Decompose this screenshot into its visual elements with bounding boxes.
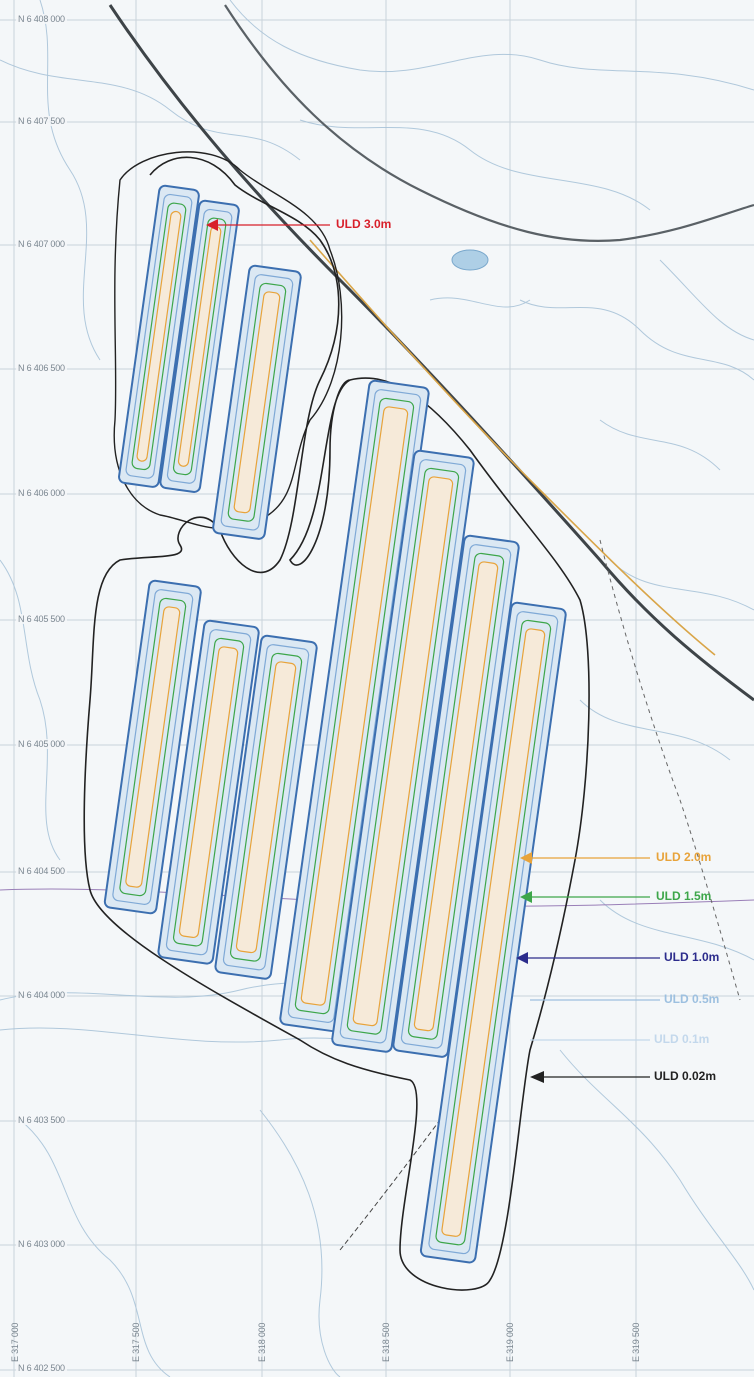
easting-label: E 318 000 xyxy=(257,1322,267,1362)
easting-label: E 319 000 xyxy=(505,1322,515,1362)
northing-label: N 6 405 500 xyxy=(16,614,67,624)
northing-label: N 6 403 500 xyxy=(16,1115,67,1125)
easting-label: E 317 000 xyxy=(10,1322,20,1362)
northing-label: N 6 404 000 xyxy=(16,990,67,1000)
south-pads xyxy=(103,379,567,1264)
northing-label: N 6 406 500 xyxy=(16,363,67,373)
northing-label: N 6 404 500 xyxy=(16,866,67,876)
legend-leaders xyxy=(206,219,660,1083)
northing-label: N 6 407 000 xyxy=(16,239,67,249)
easting-label: E 318 500 xyxy=(381,1322,391,1362)
easting-label: E 317 500 xyxy=(131,1322,141,1362)
northing-label: N 6 406 000 xyxy=(16,488,67,498)
uld-label-0-1m: ULD 0.1m xyxy=(654,1032,710,1046)
easting-label: E 319 500 xyxy=(631,1322,641,1362)
arrow-icon xyxy=(206,219,218,231)
uld-label-2-0m: ULD 2.0m xyxy=(656,850,712,864)
uld-label-0-02m: ULD 0.02m xyxy=(654,1069,717,1083)
arrow-icon xyxy=(530,1071,544,1083)
north-pads xyxy=(118,184,302,540)
northing-label: N 6 402 500 xyxy=(16,1363,67,1373)
arrow-icon xyxy=(516,952,528,964)
northing-label: N 6 405 000 xyxy=(16,739,67,749)
arrow-icon xyxy=(520,891,532,903)
northing-label: N 6 408 000 xyxy=(16,14,67,24)
roads xyxy=(0,4,754,1251)
uld-label-0-5m: ULD 0.5m xyxy=(664,992,720,1006)
northing-label: N 6 403 000 xyxy=(16,1239,67,1249)
north-boundary xyxy=(113,151,343,530)
northing-label: N 6 407 500 xyxy=(16,116,67,126)
uld-label-1-5m: ULD 1.5m xyxy=(656,889,712,903)
arrow-icon xyxy=(520,852,532,864)
pond xyxy=(451,249,489,271)
uld-label-1-0m: ULD 1.0m xyxy=(664,950,720,964)
uld-label-3-0m: ULD 3.0m xyxy=(336,217,392,231)
